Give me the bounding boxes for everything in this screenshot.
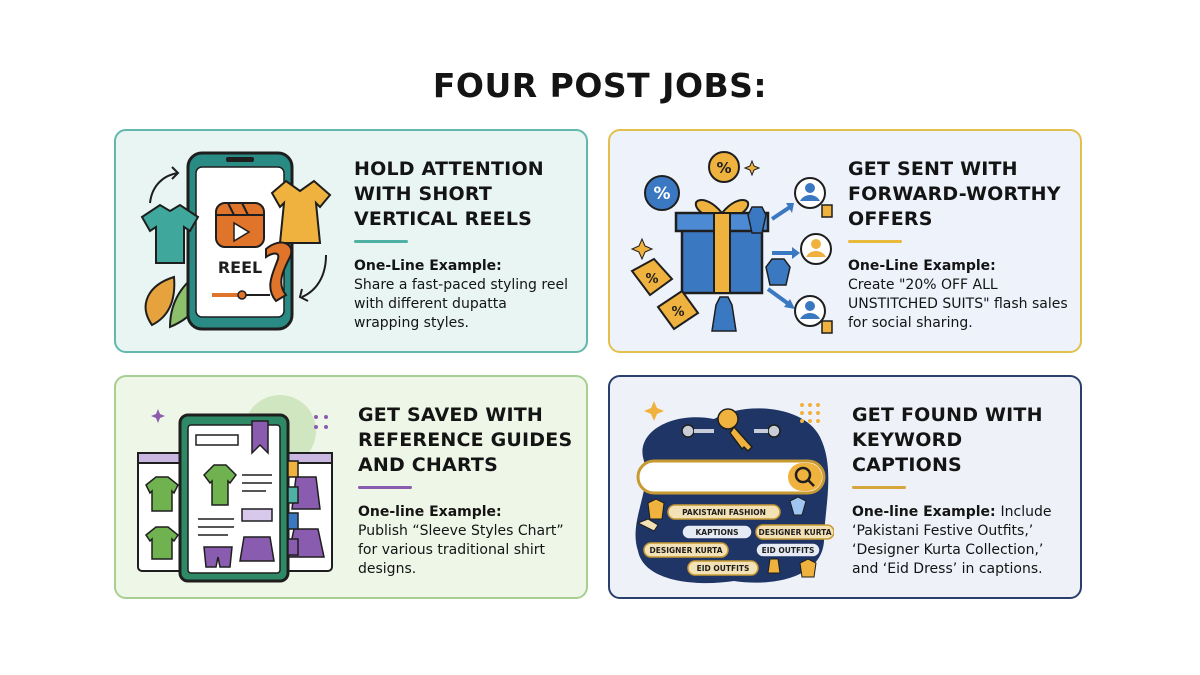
example-block: One-line Example:Include ‘Pakistani Fest… (852, 503, 1074, 579)
card-keywords: PAKISTANI FASHION KAPTIONS DESIGNER KURT… (608, 375, 1082, 599)
divider (358, 486, 412, 489)
keyword-search-illustration: PAKISTANI FASHION KAPTIONS DESIGNER KURT… (635, 401, 834, 584)
example-text: Create "20% OFF ALL UNSTITCHED SUITS" fl… (848, 277, 1068, 331)
keyword-tag: EID OUTFITS (762, 546, 815, 555)
example-label: One-line Example: (852, 504, 996, 520)
shirt-icon (140, 203, 200, 264)
price-tag-icon: % % (630, 257, 700, 331)
guide-book-icon (178, 413, 290, 583)
keyword-tag: EID OUTFITS (697, 564, 750, 573)
example-text: Publish “Sleeve Styles Chart” for variou… (358, 523, 564, 577)
badge-symbol: % (671, 305, 684, 320)
play-icon (215, 202, 265, 248)
shopping-bag-icon (821, 204, 833, 334)
key-icon (681, 408, 781, 453)
card-offers: % % % % (608, 129, 1082, 353)
keyword-tag: DESIGNER KURTA (649, 546, 722, 555)
scarf-icon (265, 241, 293, 303)
divider (848, 240, 902, 243)
gift-offer-illustration: % % % % (630, 151, 833, 334)
search-bar-icon (636, 459, 826, 495)
example-block: One-line Example: Publish “Sleeve Styles… (358, 503, 578, 579)
page-title: FOUR POST JOBS: (432, 66, 768, 105)
discount-badge-icon: % % (644, 151, 740, 211)
arrowhead-icon (784, 203, 800, 309)
dot-grid (314, 415, 328, 429)
badge-symbol: % (716, 159, 731, 177)
example-label: One-Line Example: (848, 258, 996, 274)
card-reels: REEL HOLD ATTENTION WITH SHORT VERTICAL … (114, 129, 588, 353)
garment-icon (636, 496, 817, 578)
example-text: Share a fast-paced styling reel with dif… (354, 277, 568, 331)
example-text: Include ‘Pakistani Festive Outfits,’ ‘De… (852, 504, 1052, 577)
reel-phone-illustration: REEL (140, 151, 332, 331)
card-heading: HOLD ATTENTION WITH SHORT VERTICAL REELS (354, 158, 544, 230)
badge-symbol: % (653, 184, 670, 204)
kurta-icon (270, 179, 332, 244)
keyword-tag: PAKISTANI FASHION (682, 508, 766, 517)
keyword-tag: DESIGNER KURTA (758, 528, 831, 537)
divider (852, 486, 906, 489)
progress-slider (212, 290, 270, 300)
badge-symbol: % (645, 272, 658, 287)
example-label: One-line Example: (358, 504, 502, 520)
card-heading: GET FOUND WITH KEYWORD CAPTIONS (852, 404, 1043, 476)
swipe-arrow-icon (149, 166, 327, 302)
dress-icon (711, 206, 791, 332)
reel-label: REEL (218, 258, 262, 277)
divider (354, 240, 408, 243)
gift-box-icon (674, 199, 770, 295)
user-avatar-icon (794, 177, 832, 327)
card-guides: GET SAVED WITH REFERENCE GUIDES AND CHAR… (114, 375, 588, 599)
example-block: One-Line Example: Share a fast-paced sty… (354, 257, 574, 333)
sparkle-icon (644, 401, 664, 421)
sparkle-icon (151, 409, 165, 423)
keyword-tag-list: PAKISTANI FASHION KAPTIONS DESIGNER KURT… (643, 504, 834, 576)
card-heading: GET SAVED WITH REFERENCE GUIDES AND CHAR… (358, 404, 573, 476)
reference-guide-illustration (137, 395, 333, 583)
card-heading: GET SENT WITH FORWARD-WORTHY OFFERS (848, 158, 1061, 230)
example-label: One-Line Example: (354, 258, 502, 274)
sparkle-icon (630, 159, 761, 261)
dot-grid (800, 403, 820, 423)
keyword-tag: KAPTIONS (695, 528, 738, 537)
tab-marker-icon (287, 460, 299, 556)
forward-arrow-icon (766, 205, 794, 307)
example-block: One-Line Example: Create "20% OFF ALL UN… (848, 257, 1068, 333)
